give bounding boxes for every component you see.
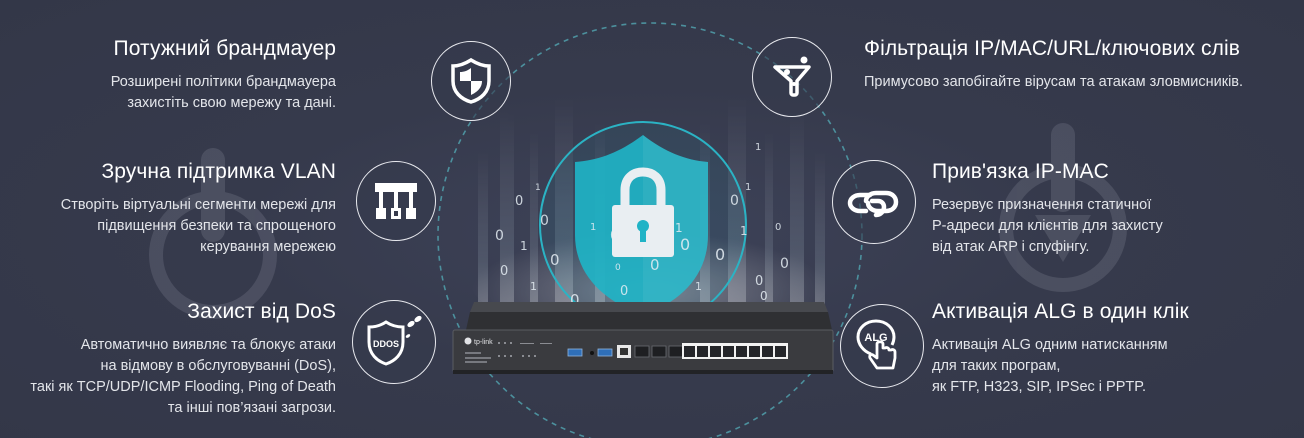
desc-line: захистіть свою мережу та дані. <box>127 95 336 111</box>
svg-text:0: 0 <box>620 284 628 299</box>
svg-text:1: 1 <box>530 280 537 293</box>
watermark-left-icon <box>149 148 277 319</box>
desc-line: на відмову в обслуговуванні (DoS), <box>100 358 336 374</box>
svg-text:0: 0 <box>570 291 580 309</box>
svg-text:0: 0 <box>775 222 781 233</box>
filter-funnel-icon <box>773 56 811 97</box>
feature-firewall: Потужний брандмауер Розширені політики б… <box>111 37 336 114</box>
svg-text:1: 1 <box>520 239 528 253</box>
alg-icon-badge: ALG <box>840 304 924 388</box>
desc-line: Р-адреси для клієнтів для захисту <box>932 218 1163 234</box>
feature-vlan: Зручна підтримка VLAN Створіть віртуальн… <box>61 160 336 258</box>
svg-text:1: 1 <box>695 280 702 293</box>
feature-description: Резервує призначення статичної Р-адреси … <box>932 195 1163 258</box>
firewall-icon-badge <box>431 41 511 121</box>
shield-quarters-icon <box>451 57 491 104</box>
svg-text:0: 0 <box>550 251 560 269</box>
svg-text:0: 0 <box>500 264 508 279</box>
svg-text:DDOS: DDOS <box>373 339 399 349</box>
alg-click-icon: ALG <box>856 319 897 370</box>
desc-line: та інші пов’язані загрози. <box>167 400 336 416</box>
desc-line: керування мережею <box>200 239 336 255</box>
feature-filtering: Фільтрація IP/MAC/URL/ключових слів Прим… <box>864 37 1243 93</box>
feature-title: Зручна підтримка VLAN <box>101 160 336 183</box>
svg-text:0: 0 <box>715 245 725 264</box>
feature-description: Автоматично виявляє та блокує атаки на в… <box>30 335 336 419</box>
desc-line: Автоматично виявляє та блокує атаки <box>80 337 336 353</box>
feature-description: Активація ALG одним натисканням для таки… <box>932 335 1189 398</box>
vlan-tree-icon <box>375 183 417 219</box>
feature-title: Захист від DoS <box>187 300 336 323</box>
svg-text:0: 0 <box>650 256 660 274</box>
svg-text:0: 0 <box>760 289 768 303</box>
svg-text:1: 1 <box>535 183 541 193</box>
feature-ip-mac-binding: Прив'язка IP-MAC Резервує призначення ст… <box>932 160 1163 258</box>
desc-line: для таких програм, <box>932 358 1061 374</box>
svg-text:1: 1 <box>590 222 596 233</box>
feature-title: Фільтрація IP/MAC/URL/ключових слів <box>864 37 1240 60</box>
dos-icon-badge: DDOS <box>352 300 436 384</box>
ddos-shield-icon: DDOS <box>367 315 422 366</box>
vlan-icon-badge <box>356 161 436 241</box>
svg-text:0: 0 <box>495 228 504 244</box>
security-router-illustration: 0 1 0 0 1 0 0 0 1 0 1 1 0 0 0 0 1 0 1 0 <box>452 121 834 374</box>
desc-line: Розширені політики брандмауера <box>110 74 336 90</box>
desc-line: як FTP, H323, SIP, IPSec і PPTP. <box>932 379 1147 395</box>
svg-text:0: 0 <box>730 193 739 209</box>
svg-text:0: 0 <box>615 263 621 273</box>
desc-line: Активація ALG одним натисканням <box>932 337 1168 353</box>
desc-line: такі як TCP/UDP/ICMP Flooding, Ping of D… <box>30 379 336 395</box>
svg-text:1: 1 <box>740 224 748 238</box>
desc-line: Створіть віртуальні сегменти мережі для <box>60 197 336 213</box>
desc-line: від атак ARP і спуфінгу. <box>932 239 1090 255</box>
svg-text:1: 1 <box>755 142 761 153</box>
chain-link-icon <box>847 190 899 218</box>
filter-icon-badge <box>752 37 832 117</box>
feature-title: Активація ALG в один клік <box>932 300 1189 323</box>
binary-digits: 0 1 0 0 1 0 0 0 1 0 1 1 0 0 0 0 1 0 1 0 <box>495 142 789 309</box>
svg-text:0: 0 <box>780 256 789 272</box>
svg-text:0: 0 <box>515 194 523 209</box>
desc-line: Резервує призначення статичної <box>932 197 1152 213</box>
svg-text:0: 0 <box>755 274 763 289</box>
desc-line: підвищення безпеки та спрощеного <box>97 218 336 234</box>
svg-text:1: 1 <box>745 182 751 193</box>
svg-text:0: 0 <box>610 228 619 244</box>
feature-dos-protection: Захист від DoS Автоматично виявляє та бл… <box>30 300 336 419</box>
desc-line: Примусово запобігайте вірусам та атакам … <box>864 74 1244 90</box>
feature-description: Розширені політики брандмауера захистіть… <box>111 72 336 114</box>
svg-text:0: 0 <box>540 213 549 229</box>
watermark-right-icon <box>999 123 1127 292</box>
feature-alg-activation: Активація ALG в один клік Активація ALG … <box>932 300 1189 398</box>
center-illustration: 0 1 0 0 1 0 0 0 1 0 1 1 0 0 0 0 1 0 1 0 <box>440 90 860 390</box>
svg-text:0: 0 <box>680 235 690 254</box>
feature-description: Примусово запобігайте вірусам та атакам … <box>864 72 1243 93</box>
feature-title: Потужний брандмауер <box>113 37 336 60</box>
padlock-icon <box>612 167 674 257</box>
router-device: tp-link <box>452 302 834 374</box>
router-brand-logo: tp-link <box>474 339 493 346</box>
ip-mac-icon-badge <box>832 160 916 244</box>
feature-title: Прив'язка IP-MAC <box>932 160 1109 183</box>
svg-text:1: 1 <box>675 221 683 235</box>
feature-description: Створіть віртуальні сегменти мережі для … <box>61 195 336 258</box>
